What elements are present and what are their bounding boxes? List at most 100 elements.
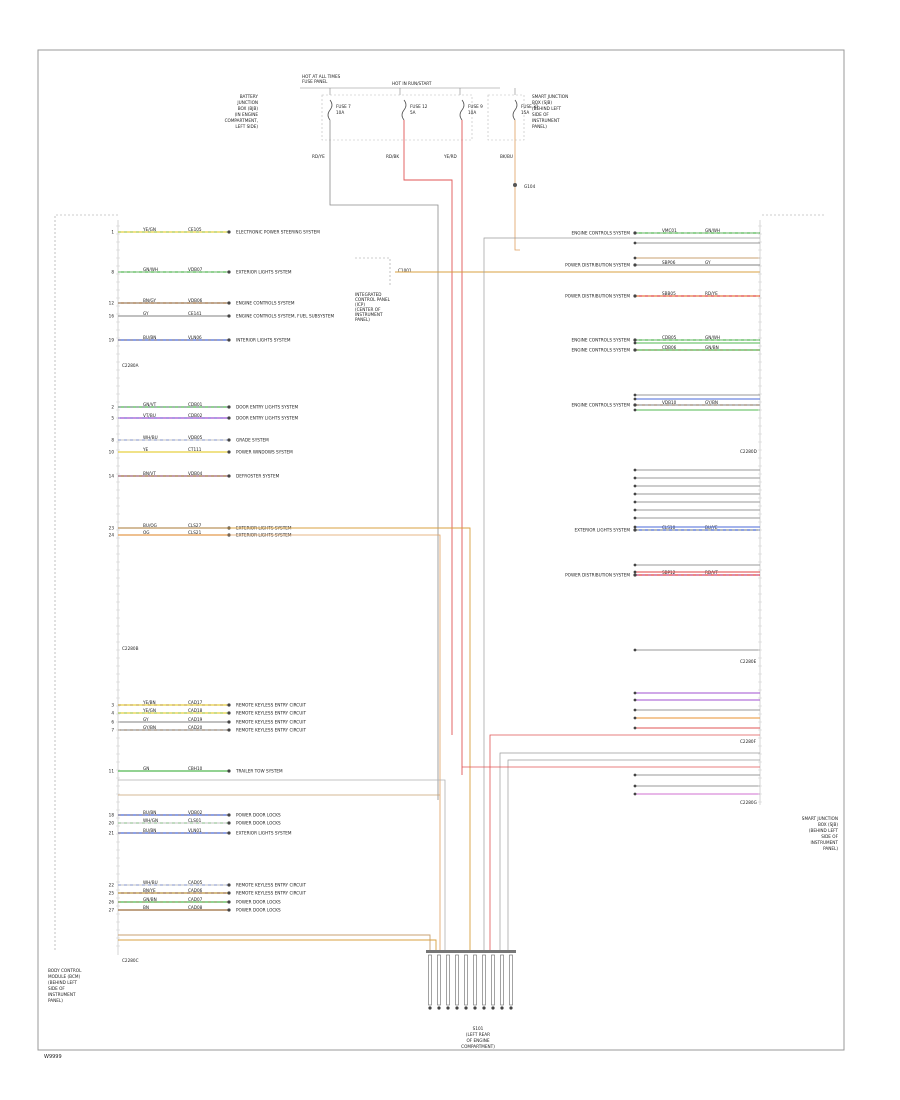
bcm-pin-destination: DOOR ENTRY LIGHTS SYSTEM	[236, 405, 299, 410]
sjb-top-line-1: SMART JUNCTION	[532, 94, 568, 99]
bcm-pin-number: 3	[111, 703, 114, 708]
bcm-pin-number: 6	[111, 720, 114, 725]
sjb-circuit-code: CDB05	[662, 335, 677, 340]
sjb-pin-destination: ENGINE CONTROLS SYSTEM	[572, 338, 631, 343]
bcm-pin-destination: EXTERIOR LIGHTS SYSTEM	[236, 831, 292, 836]
icp-line-3: (ICP)	[355, 302, 365, 307]
fuse-12-amps: 5A	[410, 110, 416, 115]
splice-caption-3: OF ENGINE	[466, 1038, 489, 1043]
bcm-circuit-code: CAD07	[188, 897, 203, 902]
bcm-pin-number: 8	[111, 270, 114, 275]
bcm-wire-color: GY	[143, 717, 149, 722]
fuse-7: FUSE 7 10A	[327, 99, 351, 121]
ignition-label: HOT IN RUN/START	[392, 81, 432, 86]
bcm-pin-number: 8	[111, 438, 114, 443]
bcm-pin-destination: REMOTE KEYLESS ENTRY CIRCUIT	[236, 891, 307, 896]
bcm-circuit-code: CAD20	[188, 725, 203, 730]
bcm-pin-number: 26	[109, 900, 115, 905]
fuse-31-name: FUSE 31	[521, 104, 539, 109]
bcm-circuit-code: CLS21	[188, 530, 202, 535]
fuse-9: FUSE 9 10A	[459, 99, 483, 121]
sjb-pin-destination: POWER DISTRIBUTION SYSTEM	[565, 573, 630, 578]
bjb-line-3: BOX (BJB)	[238, 106, 259, 111]
fuse-9-name: FUSE 9	[468, 104, 483, 109]
sjb-pin-row: POWER DISTRIBUTION SYSTEMSBP12RD/VT	[565, 570, 760, 578]
bcm-pin-number: 4	[111, 711, 114, 716]
bcm-pin-destination: DEFROSTER SYSTEM	[236, 474, 280, 479]
bcm-connector-c: C2280C	[122, 958, 139, 963]
fuse-area: HOT AT ALL TIMES FUSE PANEL HOT IN RUN/S…	[225, 74, 568, 800]
bcm-wire-color: BU/BN	[143, 810, 156, 815]
icp-line-6: PANEL)	[355, 317, 370, 322]
sjb-connector-d: C2280D	[740, 449, 757, 454]
bcm-wire-color: WH/GN	[143, 818, 158, 823]
bcm-wire-color: GY/BN	[143, 725, 156, 730]
bcm-wire-color: BN/GY	[143, 298, 156, 303]
sjb-top-line-6: PANEL)	[532, 124, 547, 129]
fuse-wire-code-4: BK/BU	[500, 154, 513, 159]
bcm-pin-destination: ENGINE CONTROLS SYSTEM	[236, 301, 295, 306]
sjb-top-line-3: (BEHIND LEFT	[532, 106, 562, 111]
bcm-circuit-code: VDB06	[188, 298, 203, 303]
bcm-pin-number: 5	[111, 416, 114, 421]
bcm-pin-number: 1	[111, 230, 114, 235]
bcm-pin-destination: TRAILER TOW SYSTEM	[235, 769, 283, 774]
bcm-caption-5: INSTRUMENT	[48, 992, 76, 997]
bcm-pin-number: 14	[109, 474, 115, 479]
bjb-line-6: LEFT SIDE)	[235, 124, 258, 129]
sjb-wire-color: GN/WH	[705, 228, 720, 233]
bcm-pin-destination: ENGINE CONTROLS SYSTEM, FUEL SUBSYSTEM	[236, 314, 335, 319]
bcm-connector-b: C2280B	[122, 646, 139, 651]
bcm-circuit-code: CAD18	[188, 708, 203, 713]
right-module: SMART JUNCTION BOX (SJB) (BEHIND LEFT SI…	[565, 214, 839, 851]
sjb-pin-destination: ENGINE CONTROLS SYSTEM	[572, 403, 631, 408]
splice-caption-1: S101	[473, 1026, 484, 1031]
fuse-wire-code-2: RD/BK	[386, 154, 399, 159]
bcm-pin-destination: EXTERIOR LIGHTS SYSTEM	[236, 270, 292, 275]
sjb-pin-row: EXTERIOR LIGHTS SYSTEMCLS10BU/YE	[574, 525, 760, 533]
bcm-pin-destination: REMOTE KEYLESS ENTRY CIRCUIT	[236, 711, 307, 716]
sjb-connector-e: C2280E	[740, 659, 757, 664]
bcm-caption-1: BODY CONTROL	[48, 968, 82, 973]
fuse-wire-code-3: YE/RD	[443, 154, 457, 159]
bcm-circuit-code: CLS01	[188, 818, 202, 823]
sjb-connector-f: C2280F	[740, 739, 757, 744]
diagram-frame	[37, 49, 845, 1051]
bcm-circuit-code: VLN06	[188, 335, 202, 340]
bcm-pin-number: 23	[109, 526, 115, 531]
splice-caption-2: (LEFT REAR	[466, 1032, 490, 1037]
bcm-pin-number: 11	[109, 769, 115, 774]
bcm-pin-number: 18	[109, 813, 115, 818]
left-module: BODY CONTROL MODULE (BCM) (BEHIND LEFT S…	[48, 214, 335, 1003]
bcm-pin-number: 10	[109, 450, 115, 455]
sjb-pin-destination: POWER DISTRIBUTION SYSTEM	[565, 263, 630, 268]
icp-block: C1001 INTEGRATED CONTROL PANEL (ICP) (CE…	[355, 257, 760, 322]
bcm-caption-3: (BEHIND LEFT	[48, 980, 78, 985]
sjb-circuit-code: SBB05	[662, 291, 676, 296]
sjb-top-line-5: INSTRUMENT	[532, 118, 560, 123]
bjb-line-5: COMPARTMENT,	[225, 118, 258, 123]
fuse-31: FUSE 31 15A	[512, 99, 539, 121]
bcm-pin-destination: POWER WINDOWS SYSTEM	[236, 450, 293, 455]
sjb-top-line-2: BOX (SJB)	[532, 100, 552, 105]
bcm-wire-color: BU/OG	[143, 523, 157, 528]
bcm-pin-number: 2	[111, 405, 114, 410]
bcm-wire-color: YE/GN	[142, 708, 156, 713]
bcm-circuit-code: VDB04	[188, 471, 203, 476]
